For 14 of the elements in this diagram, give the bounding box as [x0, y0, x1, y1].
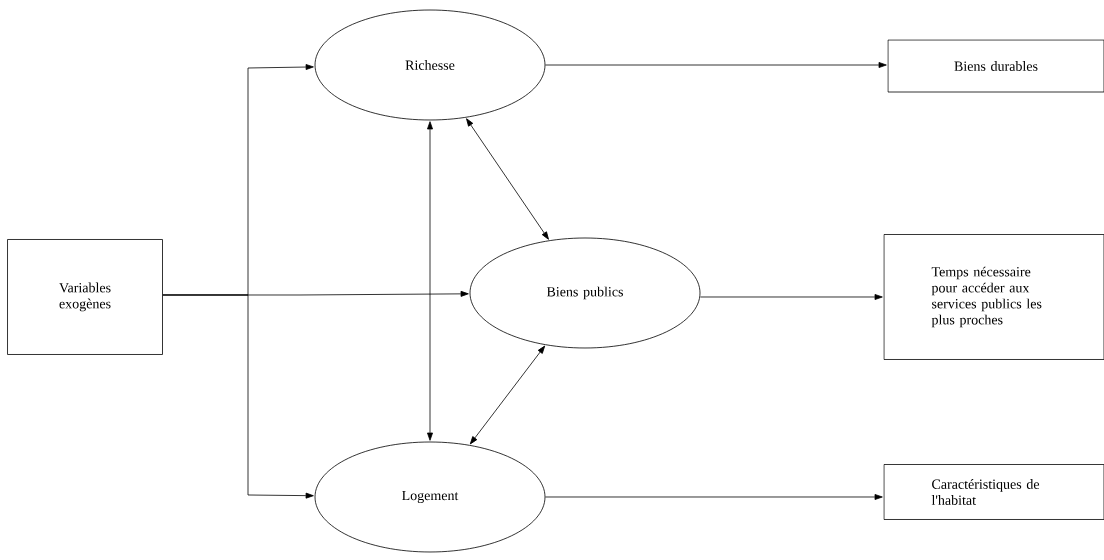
text-box: Temps nécessaire pour accéder aux services publics les plus proches [883, 234, 1104, 360]
arrow [427, 121, 433, 441]
text-box: Biens durables [887, 39, 1104, 93]
text-box: Variables exogènes [7, 239, 163, 355]
arrow [469, 345, 546, 445]
ellipse-node: Richesse [314, 9, 546, 121]
arrow [545, 494, 883, 500]
arrow [466, 118, 549, 240]
text-box: Caractéristiques de l'habitat [883, 464, 1104, 520]
arrow [162, 294, 314, 499]
arrow [700, 294, 883, 300]
arrow [545, 62, 887, 68]
ellipse-node: Biens publics [469, 237, 701, 349]
ellipse-node: Logement [314, 441, 546, 553]
